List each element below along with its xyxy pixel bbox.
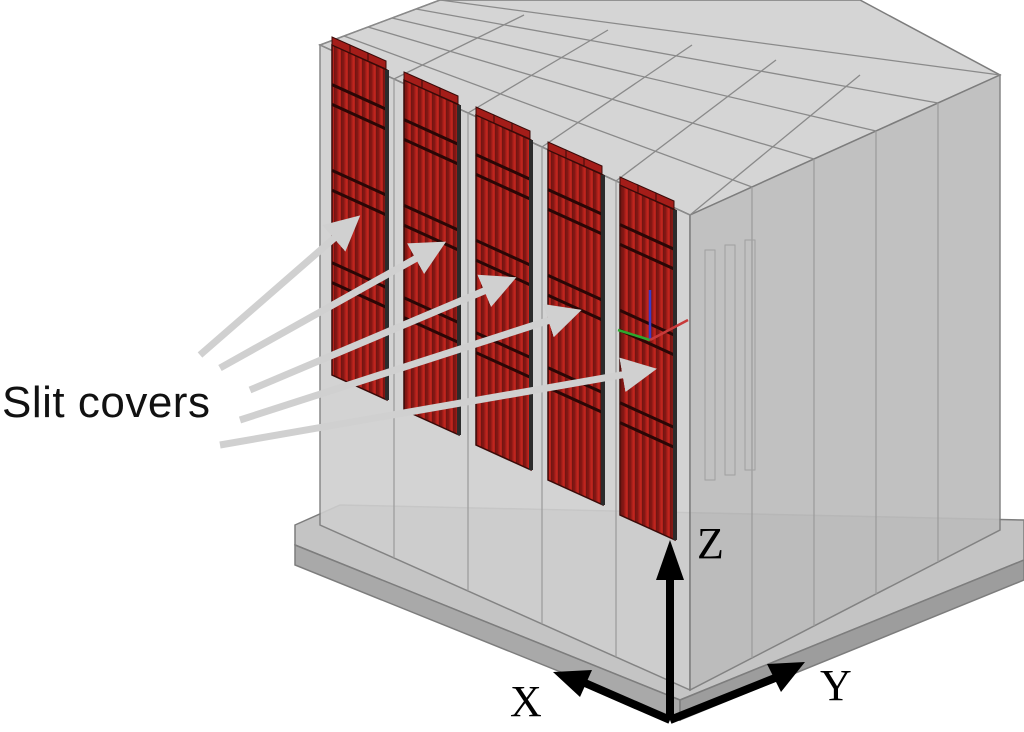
axis-z-arrow — [656, 540, 684, 720]
slit-covers-label: Slit covers — [2, 378, 211, 427]
axis-y-arrow — [668, 662, 805, 724]
callout-arrow — [219, 357, 657, 449]
callout-arrow — [248, 274, 517, 394]
local-axis-triad — [617, 290, 689, 342]
callout-arrow — [197, 215, 361, 358]
slit-cover — [619, 176, 677, 542]
axis-y-label: Y — [820, 661, 852, 710]
global-axes — [553, 540, 805, 724]
axis-z-label: Z — [697, 519, 724, 568]
callout-arrow — [238, 303, 582, 424]
axis-x-label: X — [510, 677, 542, 726]
slit-cover — [547, 141, 605, 507]
callout-arrow — [218, 241, 447, 372]
callout-arrows — [197, 215, 657, 449]
axis-x-arrow — [553, 670, 672, 724]
